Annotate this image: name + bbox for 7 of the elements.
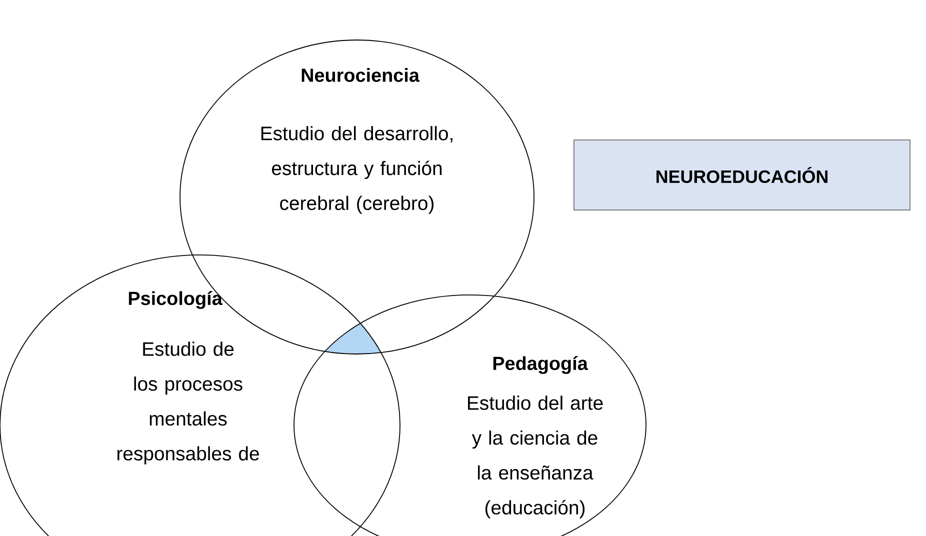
circle-description: Estudio del desarrollo, estructura y función cerebral (cerebro) xyxy=(261,126,452,214)
circle-description: Estudio del arte y la ciencia de la enseñanza (educación) xyxy=(468,396,603,518)
title-box: NEUROEDUCACIÓN xyxy=(574,139,910,210)
circle-heading: Neurociencia xyxy=(302,68,420,82)
circle-heading: Psicología xyxy=(128,291,222,309)
circle-heading: Pedagogía xyxy=(493,356,588,374)
circle-description: Estudio de los procesos mentales responsables de xyxy=(117,342,259,464)
